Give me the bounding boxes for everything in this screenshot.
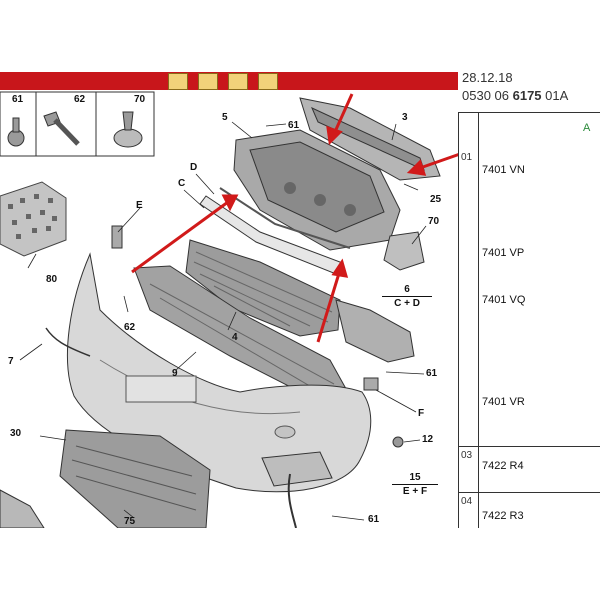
bracket-70-icon — [383, 231, 425, 271]
fraction-line — [392, 484, 438, 485]
fastener-box — [35, 91, 97, 157]
fraction-top: 6 — [404, 284, 410, 295]
grille-4-icon — [185, 239, 341, 337]
fraction-line — [382, 296, 432, 297]
part-label-5[interactable]: 5 — [222, 112, 228, 123]
reference-suffix: 01A — [541, 88, 569, 103]
screw-61-icon — [7, 117, 25, 147]
row-code: 01 — [461, 152, 473, 163]
lower-bracket-icon — [0, 489, 45, 528]
fraction-top: 15 — [409, 472, 421, 483]
bumper-cover-icon — [66, 252, 372, 493]
parts-table: A 01 7401 VN 7401 VP 7401 VQ 7401 VR 03 … — [458, 112, 600, 528]
row-code: 03 — [461, 450, 473, 461]
toolbar-tool-icon[interactable] — [258, 73, 278, 90]
table-row-separator — [458, 492, 600, 493]
part-label-7[interactable]: 7 — [8, 356, 14, 367]
bolt-62-icon — [43, 111, 80, 146]
clip-e-icon — [111, 225, 123, 249]
reference-bold: 6175 — [512, 88, 542, 103]
fraction-bottom: C + D — [394, 298, 420, 309]
toolbar-tool-icon[interactable] — [198, 73, 218, 90]
clip-12-icon — [392, 436, 404, 448]
part-label-70[interactable]: 70 — [428, 216, 440, 227]
clip-block-80-icon — [0, 181, 67, 257]
document-reference: 0530 06 6175 01A — [462, 88, 568, 103]
table-border — [458, 112, 459, 528]
cable-icon — [287, 473, 297, 528]
table-row[interactable]: 7401 VP — [482, 247, 525, 259]
fraction-bottom: E + F — [402, 486, 428, 497]
part-label-4[interactable]: 4 — [232, 332, 238, 343]
part-label-61[interactable]: 61 — [368, 514, 380, 525]
part-label-30[interactable]: 30 — [10, 428, 22, 439]
leader-lines — [19, 121, 427, 521]
part-label-d[interactable]: D — [190, 162, 198, 173]
part-label-f[interactable]: F — [418, 408, 425, 419]
part-label-80[interactable]: 80 — [46, 274, 58, 285]
table-border — [458, 112, 600, 113]
part-label-15-fraction[interactable]: 15 E + F — [392, 472, 438, 497]
part-label-25[interactable]: 25 — [430, 194, 442, 205]
side-bracket-6-icon — [335, 299, 415, 363]
toolbar-tool-icon[interactable] — [168, 73, 188, 90]
table-row[interactable]: 7401 VQ — [482, 294, 526, 306]
washer-70-icon — [113, 111, 143, 148]
upper-support-5-icon — [233, 129, 401, 251]
row-code: 04 — [461, 496, 473, 507]
table-row[interactable]: 7422 R4 — [482, 460, 524, 472]
table-divider — [478, 112, 479, 528]
bottom-margin — [0, 528, 600, 600]
part-label-61[interactable]: 61 — [12, 94, 24, 105]
part-label-9[interactable]: 9 — [172, 368, 178, 379]
table-row[interactable]: 7422 R3 — [482, 510, 524, 522]
table-row[interactable]: 7401 VR — [482, 396, 525, 408]
lower-vent-30-icon — [59, 429, 211, 528]
part-label-70[interactable]: 70 — [134, 94, 146, 105]
part-label-6-fraction[interactable]: 6 C + D — [382, 284, 432, 309]
document-date: 28.12.18 — [462, 70, 513, 85]
part-label-12[interactable]: 12 — [422, 434, 434, 445]
reference-prefix: 0530 06 — [462, 88, 513, 103]
exploded-diagram: 61 62 70 5 61 3 D C 25 E 70 80 6 C + D 6… — [0, 90, 458, 528]
table-row[interactable]: 7401 VN — [482, 164, 525, 176]
lower-grille-9-icon — [133, 265, 351, 401]
part-label-c[interactable]: C — [178, 178, 186, 189]
part-label-62[interactable]: 62 — [74, 94, 86, 105]
red-arrows — [131, 93, 458, 343]
fastener-box — [95, 91, 155, 157]
part-label-62[interactable]: 62 — [124, 322, 136, 333]
part-label-75[interactable]: 75 — [124, 516, 136, 527]
toolbar-tool-icon[interactable] — [228, 73, 248, 90]
table-row-separator — [458, 446, 600, 447]
clip-f-icon — [363, 377, 379, 391]
diagram-svg — [0, 91, 458, 528]
part-label-61[interactable]: 61 — [288, 120, 300, 131]
part-label-e[interactable]: E — [136, 200, 143, 211]
top-margin — [0, 0, 600, 62]
part-label-3[interactable]: 3 — [402, 112, 408, 123]
part-label-61[interactable]: 61 — [426, 368, 438, 379]
document-header: 28.12.18 0530 06 6175 01A — [458, 62, 600, 112]
column-marker: A — [583, 122, 591, 134]
cable-7-icon — [45, 327, 91, 357]
